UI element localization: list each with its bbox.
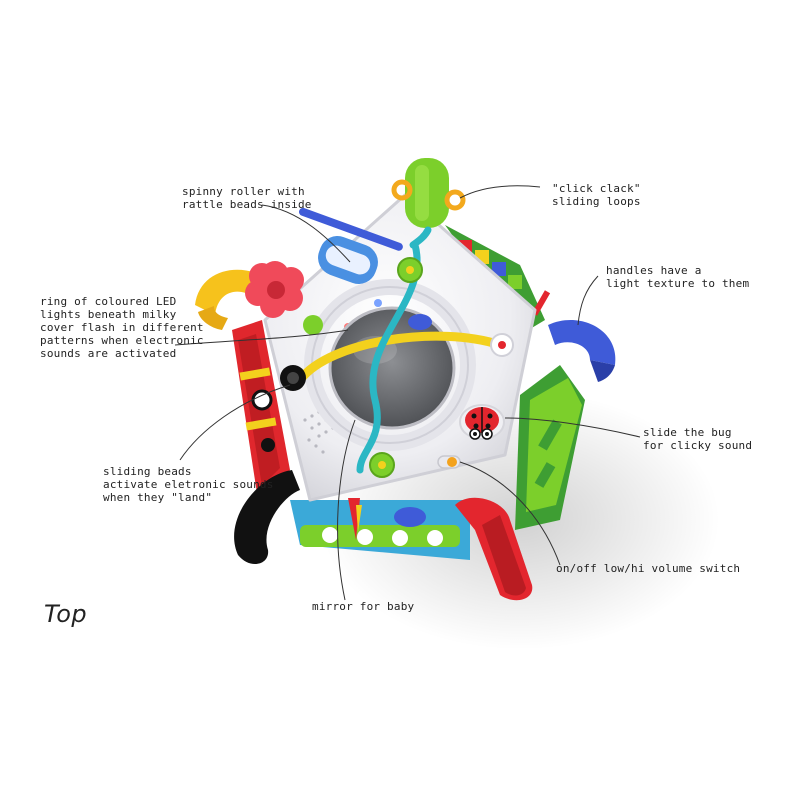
annotation-roller: spinny roller with rattle beads inside [182,185,312,211]
leader-beads [179,384,291,461]
bottom-side-panel [290,498,470,560]
ladybug-slider [459,404,505,440]
leader-handles [577,275,599,326]
leader-switch [459,461,561,566]
annotation-loops: "click clack" sliding loops [552,182,641,208]
leader-roller [261,204,351,263]
flower-spinner [245,261,304,318]
green-handle [391,158,466,228]
leader-bug [504,417,641,438]
leader-led [174,329,349,346]
blue-handle [548,319,616,365]
leader-loops [459,185,541,199]
annotation-beads: sliding beads activate eletronic sounds … [103,465,274,504]
bead-wire-cyan [356,241,421,474]
annotation-led: ring of coloured LED lights beneath milk… [40,295,204,360]
view-title: Top [44,600,88,628]
bead-wire-yellow [295,331,505,385]
annotation-bug: slide the bug for clicky sound [643,426,753,452]
left-side-panel [232,320,290,500]
annotation-handles: handles have a light texture to them [606,264,750,290]
annotation-mirror: mirror for baby [312,600,415,613]
annotation-switch: on/off low/hi volume switch [556,562,741,575]
right-side-panel [515,365,585,530]
beads [280,257,514,478]
black-handle [234,470,300,565]
leader-mirror [337,419,356,601]
leader-lines [174,185,641,601]
volume-switch [437,455,461,469]
